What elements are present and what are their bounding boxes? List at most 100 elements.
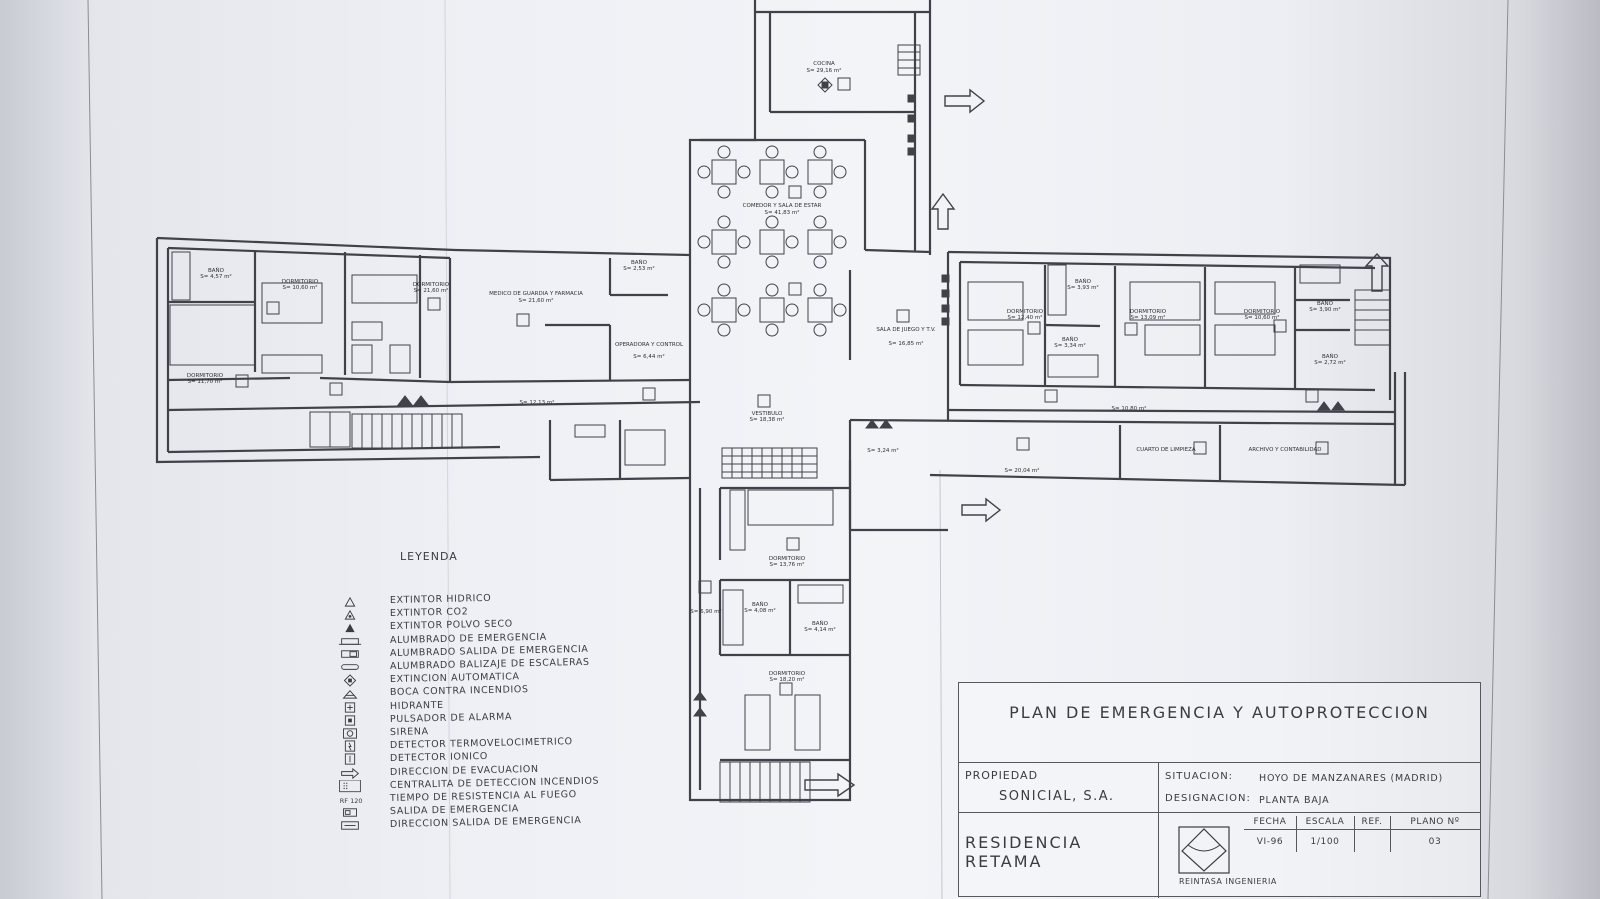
room-area: S= 16,85 m² — [889, 340, 924, 347]
extinguisher-powder-icon — [345, 624, 355, 633]
legend-label: EXTINTOR HIDRICO — [389, 592, 492, 606]
property-label: PROPIEDAD — [965, 769, 1039, 782]
building-name: RESIDENCIA RETAMA — [965, 833, 1083, 871]
evacuation-arrows — [804, 88, 1390, 798]
scale-header: ESCALA — [1296, 816, 1354, 830]
room-area: S= 6,90 m² — [690, 608, 721, 615]
legend-item: EXTINCION AUTOMATICA — [335, 671, 635, 687]
room-area: S= 20,04 m² — [1005, 467, 1040, 474]
room-area: S= 41,83 m² — [765, 209, 800, 216]
room-area: S= 18,20 m² — [770, 676, 805, 683]
designation-value: PLANTA BAJA — [1259, 795, 1330, 806]
room-area: S= 13,09 m² — [1131, 314, 1166, 321]
emergency-exit-icon — [343, 808, 357, 817]
room-label: BAÑO — [1317, 300, 1334, 307]
grid-divider — [1390, 816, 1391, 852]
room-labels: COCINA S= 29,16 m² COMEDOR Y SALA DE EST… — [187, 61, 1346, 683]
detectors — [235, 185, 1329, 696]
room-area: S= 3,90 m² — [1309, 306, 1340, 313]
room-area: S= 4,14 m² — [804, 626, 835, 633]
room-label: BAÑO — [631, 259, 648, 266]
legend-title: LEYENDA — [400, 550, 458, 563]
legend-item: SALIDA DE EMERGENCIA — [335, 803, 635, 819]
room-area: S= 2,72 m² — [1314, 359, 1345, 366]
legend-label: EXTINCION AUTOMATICA — [389, 671, 520, 686]
siren-icon — [343, 728, 357, 739]
fire-resistance-icon: RF 120 — [340, 797, 363, 805]
room-label: BAÑO — [1075, 278, 1092, 285]
legend-item: DETECTOR TERMOVELOCIMETRICO — [335, 736, 635, 753]
legend-item: PULSADOR DE ALARMA — [335, 711, 635, 727]
grid-divider — [1354, 816, 1355, 852]
extinguisher-co2-icon — [344, 610, 356, 620]
room-area: S= 29,16 m² — [807, 67, 842, 74]
extinguisher-water-icon — [344, 596, 356, 607]
legend-item: ALUMBRADO BALIZAJE DE ESCALERAS — [335, 657, 635, 674]
legend-label: EXTINTOR CO2 — [389, 606, 469, 620]
room-area: S= 11,70 m² — [188, 378, 223, 385]
room-label: VESTIBULO — [752, 411, 783, 417]
exit-direction-icon — [341, 821, 359, 831]
room-label: BAÑO — [812, 620, 829, 627]
drawing-info-grid: FECHA ESCALA REF. PLANO Nº VI-96 1/100 0… — [1244, 816, 1480, 856]
legend-label: DETECTOR TERMOVELOCIMETRICO — [389, 736, 573, 752]
alarm-button-icon — [344, 715, 356, 726]
fire-hose-icon — [342, 690, 358, 699]
legend-label: DIRECCION DE EVACUACION — [389, 763, 539, 778]
room-label: ARCHIVO Y CONTABILIDAD — [1249, 447, 1322, 453]
ref-header: REF. — [1354, 816, 1390, 830]
legend-label: BOCA CONTRA INCENDIOS — [389, 684, 529, 699]
room-label: SALA DE JUEGO Y T.V. — [876, 327, 936, 333]
room-label: DORMITORIO — [282, 279, 319, 285]
sheet-number-value: 03 — [1428, 837, 1442, 847]
room-area: S= 3,34 m² — [1054, 342, 1085, 349]
legend-label: DETECTOR IONICO — [389, 751, 489, 765]
room-area: S= 3,24 m² — [867, 447, 898, 454]
date-header: FECHA — [1244, 816, 1296, 830]
location-value: HOYO DE MANZANARES (MADRID) — [1259, 773, 1444, 784]
building-name-box: RESIDENCIA RETAMA — [959, 813, 1159, 898]
room-area: S= 21,60 m² — [519, 297, 554, 304]
legend-label: DIRECCION SALIDA DE EMERGENCIA — [389, 815, 582, 831]
room-label: DORMITORIO — [413, 282, 450, 288]
exit-light-icon — [341, 650, 359, 658]
evacuation-arrow-icon — [804, 772, 856, 798]
hydrant-icon — [344, 701, 356, 713]
room-area: S= 2,53 m² — [623, 265, 654, 272]
company-logo-icon — [1178, 826, 1230, 874]
room-label: DORMITORIO — [1130, 309, 1167, 315]
stair-light-icon — [341, 664, 359, 670]
room-area: S= 10,60 m² — [283, 284, 318, 291]
ionic-detector-icon — [344, 753, 356, 765]
legend-label: EXTINTOR POLVO SECO — [389, 618, 513, 633]
room-area: S= 13,76 m² — [770, 561, 805, 568]
room-label: CUARTO DE LIMPIEZA — [1136, 447, 1196, 453]
room-area: S= 12,13 m² — [520, 399, 555, 406]
company-logo-text: REINTASA INGENIERIA — [1179, 877, 1277, 886]
grid-divider — [1296, 816, 1297, 852]
equipment-markers — [396, 77, 1345, 717]
legend-item: DETECTOR IONICO — [335, 751, 635, 766]
room-label: DORMITORIO — [769, 556, 806, 562]
property-value: SONICIAL, S.A. — [999, 789, 1115, 804]
ref-value — [1354, 832, 1390, 852]
room-area: S= 21,60 m² — [414, 287, 449, 294]
room-label: DORMITORIO — [769, 671, 806, 677]
room-area: S= 4,57 m² — [200, 273, 231, 280]
room-area: S= 10,80 m² — [1112, 405, 1147, 412]
legend-item: DIRECCION DE EVACUACION — [335, 763, 635, 780]
legend-item: CENTRALITA DE DETECCION INCENDIOS — [335, 775, 635, 793]
legend-item: ALUMBRADO DE EMERGENCIA — [335, 631, 635, 648]
scale-value: 1/100 — [1310, 837, 1340, 847]
room-label: DORMITORIO — [1244, 309, 1281, 315]
room-label: BAÑO — [752, 601, 769, 608]
room-label: OPERADORA Y CONTROL — [615, 342, 684, 348]
legend-label: SALIDA DE EMERGENCIA — [389, 803, 520, 818]
drawing-title: PLAN DE EMERGENCIA Y AUTOPROTECCION — [959, 683, 1480, 763]
designation-label: DESIGNACION: — [1165, 793, 1251, 804]
legend-item: EXTINTOR POLVO SECO — [335, 618, 635, 634]
room-area: S= 18,38 m² — [750, 416, 785, 423]
location-box: SITUACION: HOYO DE MANZANARES (MADRID) D… — [1159, 763, 1480, 813]
